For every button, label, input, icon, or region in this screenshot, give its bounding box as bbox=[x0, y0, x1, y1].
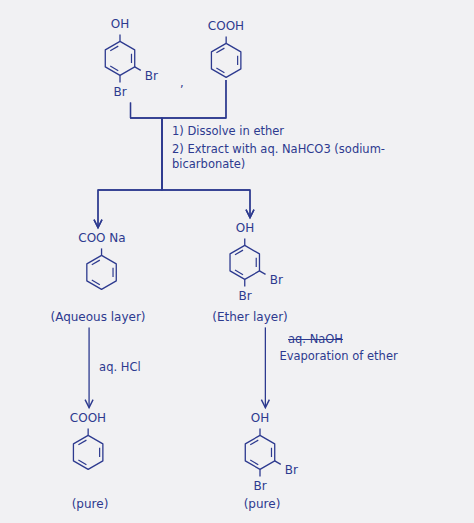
compound-structure: COOH bbox=[205, 16, 247, 80]
atom-label: COOH bbox=[208, 19, 244, 33]
atom-label: Br bbox=[285, 463, 298, 477]
layer-caption: (pure) bbox=[72, 497, 109, 511]
benzene-ring bbox=[100, 14, 161, 103]
flow-arrow bbox=[265, 327, 266, 407]
struck-note: aq. NaOH bbox=[288, 332, 343, 347]
atom-label: Br bbox=[238, 289, 251, 303]
atom-label: Br bbox=[113, 85, 126, 99]
atom-label: OH bbox=[251, 411, 269, 425]
atom-label: Br bbox=[270, 273, 283, 287]
flow-arrow bbox=[98, 102, 162, 227]
compound-structure: COO Na (Aqueous layer) bbox=[47, 228, 148, 328]
atom-label: Br bbox=[253, 479, 266, 493]
atom-label: Br bbox=[145, 69, 158, 83]
compound-structure: COOH (pure) bbox=[67, 408, 111, 515]
step-note: 2) Extract with aq. NaHCO3 (sodium- bica… bbox=[172, 142, 434, 172]
layer-caption: (Aqueous layer) bbox=[50, 310, 145, 324]
step-note: 1) Dissolve in ether bbox=[172, 124, 284, 139]
atom-label: COOH bbox=[70, 411, 106, 425]
layer-caption: (Ether layer) bbox=[212, 310, 288, 324]
atom-label: OH bbox=[236, 221, 254, 235]
compound-structure: OHBrBr bbox=[100, 14, 161, 103]
atom-label: COO Na bbox=[78, 231, 125, 245]
compound-structure: OHBrBr(Ether layer) bbox=[209, 218, 291, 328]
layer-caption: (pure) bbox=[244, 497, 281, 511]
reagent-label: aq. HCl bbox=[99, 360, 141, 375]
compound-structure: OHBrBr(pure) bbox=[240, 408, 301, 515]
reagent-label: Evaporation of ether bbox=[279, 349, 397, 364]
step-note: , bbox=[180, 76, 184, 91]
flow-arrow bbox=[88, 327, 89, 407]
atom-label: OH bbox=[111, 17, 129, 31]
